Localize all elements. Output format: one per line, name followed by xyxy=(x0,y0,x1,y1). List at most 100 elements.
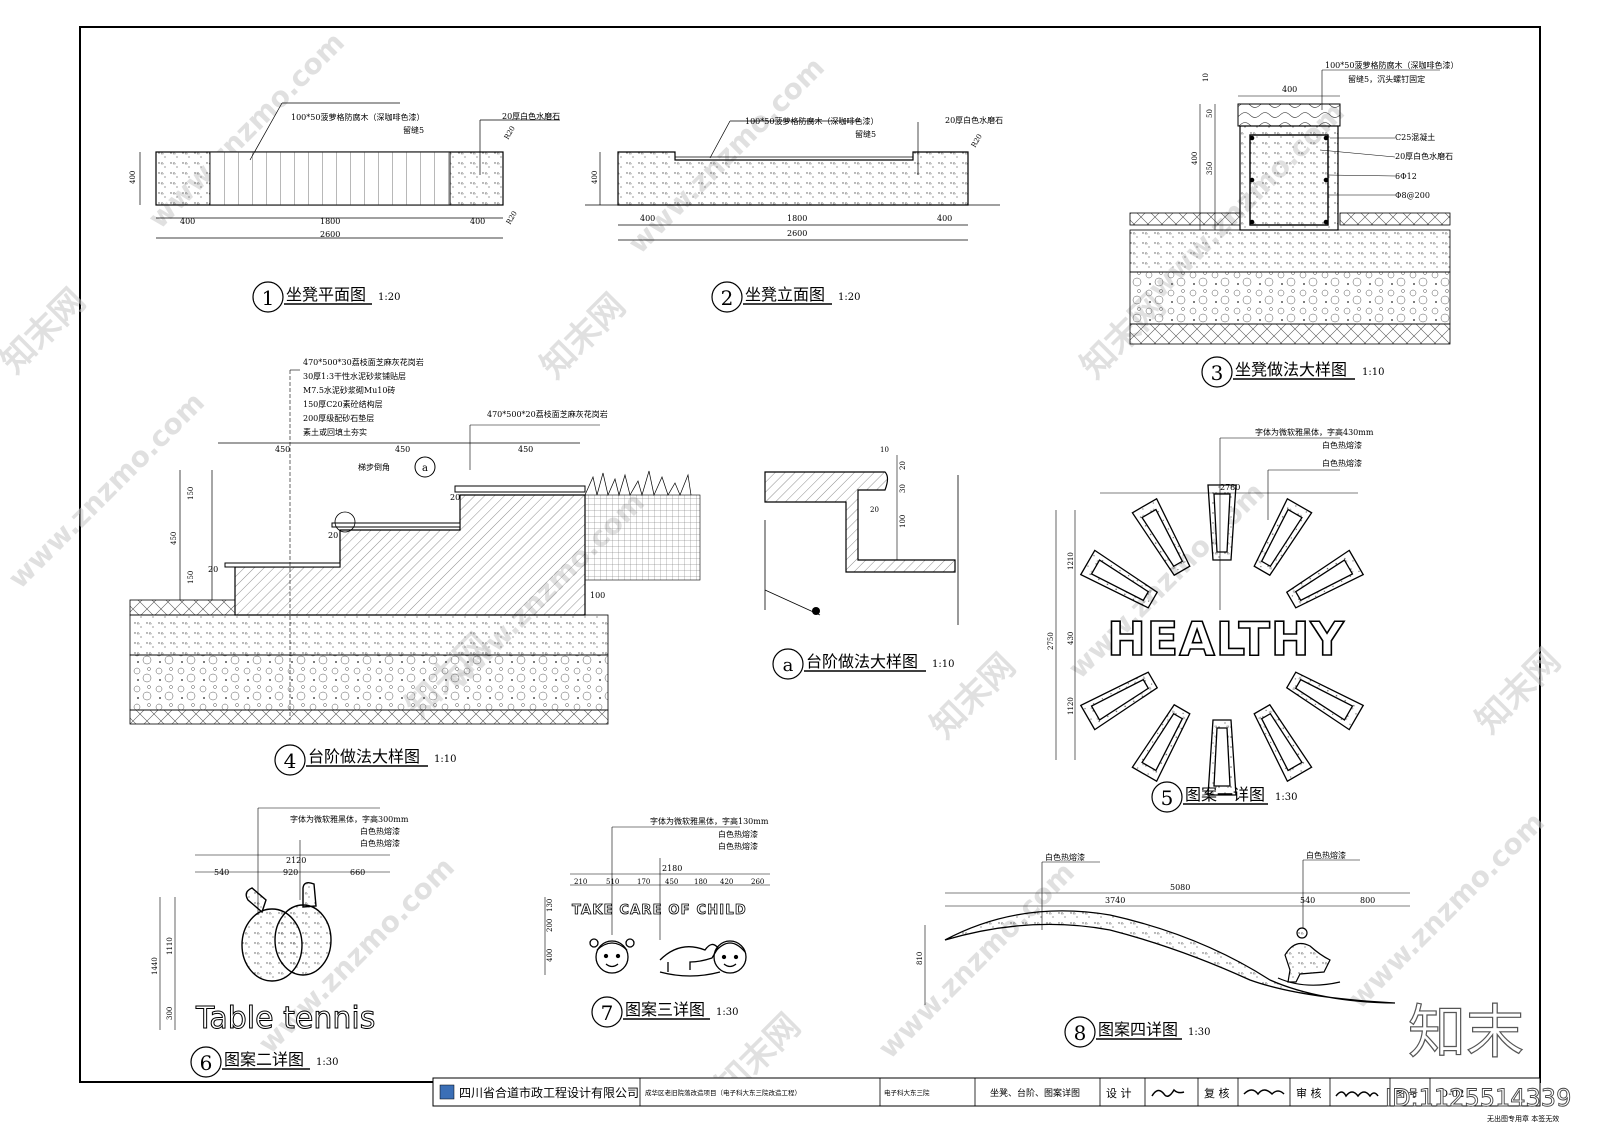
layer-note: 470*500*30荔枝面芝麻灰花岗岩 xyxy=(303,357,424,367)
dim: 30 xyxy=(899,484,907,493)
drawing-title: 台阶做法大样图 xyxy=(806,652,918,671)
radius-label: R20 xyxy=(970,133,984,149)
dim: 2750 xyxy=(1047,632,1055,650)
figno: D-02 xyxy=(1440,1089,1464,1100)
sub-project: 电子科大东三院 xyxy=(884,1088,930,1097)
dim: 510 xyxy=(606,878,619,886)
drawing-scale: 1:20 xyxy=(378,292,400,303)
stone-note: 20厚白色水磨石 xyxy=(502,111,560,121)
dim: 2120 xyxy=(286,856,306,865)
paint-note: 白色热熔漆 xyxy=(1322,458,1362,468)
font-note: 字体为微软雅黑体，字高130mm xyxy=(650,816,769,826)
audit-label: 审 核 xyxy=(1296,1086,1322,1100)
dim: 400 xyxy=(546,949,554,962)
dim: 450 xyxy=(170,532,178,545)
drawing-scale: 1:20 xyxy=(838,292,860,303)
drawing-scale: 1:30 xyxy=(1275,792,1297,803)
dim-total: 2600 xyxy=(320,230,340,239)
figno-label: 图 号 xyxy=(1395,1088,1418,1100)
dim-mid: 1800 xyxy=(320,217,340,226)
drawing-scale: 1:30 xyxy=(316,1057,338,1068)
drawing-number: 5 xyxy=(1161,786,1174,810)
dim: 50 xyxy=(1206,109,1214,118)
dim-left: 400 xyxy=(180,217,195,226)
drawing-3-bench-section: 100*50菠萝格防腐木（深咖啡色漆） 留缝5，沉头螺钉固定 C25混凝土 20… xyxy=(1129,60,1458,388)
layer-note: 150厚C20素砼结构层 xyxy=(303,399,383,409)
dim: 210 xyxy=(574,878,587,886)
dim: 450 xyxy=(275,445,290,454)
dim-width: 400 xyxy=(1282,85,1297,94)
dim: 130 xyxy=(546,899,554,912)
child-word: TAKE CARE OF CHILD xyxy=(572,903,747,918)
watermark-site: www.znzmo.com xyxy=(1342,806,1551,1015)
dim: 10 xyxy=(880,446,889,454)
drawing-title: 坐凳做法大样图 xyxy=(1235,360,1347,379)
drawing-8-wave-pattern: 白色热熔漆 白色热熔漆 5080 3740 540 800 810 8 图案四详… xyxy=(916,850,1410,1048)
title-block: 四川省合道市政工程设计有限公司 成华区老旧院落改造项目（电子科大东三院改造工程）… xyxy=(432,1077,1541,1107)
gap-note: 留缝5 xyxy=(403,125,424,135)
dim-total: 2600 xyxy=(787,229,807,238)
drawing-title: 图案三详图 xyxy=(625,1000,705,1019)
paint-note: 白色热熔漆 xyxy=(718,841,758,851)
dim: 1120 xyxy=(1067,697,1075,715)
drawing-scale: 1:10 xyxy=(1362,367,1384,378)
drawing-number: 4 xyxy=(284,749,297,773)
drawing-number: 1 xyxy=(262,286,275,310)
dim-height: 400 xyxy=(129,171,137,184)
dim: 350 xyxy=(1206,162,1214,175)
dim: 10 xyxy=(1202,73,1210,82)
drawing-title: 图案四详图 xyxy=(1098,1020,1178,1039)
dim: 300 xyxy=(166,1007,174,1020)
drawing-title: 图案二详图 xyxy=(224,1050,304,1069)
paint-note: 白色热熔漆 xyxy=(1045,852,1085,862)
paint-note: 白色热熔漆 xyxy=(360,838,400,848)
dim: 810 xyxy=(916,952,924,965)
drawing-title: 坐凳立面图 xyxy=(745,285,825,304)
paint-note: 白色热熔漆 xyxy=(360,826,400,836)
drawing-scale: 1:10 xyxy=(932,659,954,670)
dim: 200 xyxy=(546,919,554,932)
watermark-brand: 知末网 xyxy=(533,286,633,386)
dim: 100 xyxy=(590,591,605,600)
table-tennis-word: Table tennis xyxy=(195,1001,375,1036)
drawing-number: 2 xyxy=(721,286,734,310)
paint-note: 白色热熔漆 xyxy=(1306,850,1346,860)
dim: 430 xyxy=(1067,632,1075,645)
company-logo-icon xyxy=(439,1084,455,1100)
layer-note: 30厚1:3干性水泥砂浆铺贴层 xyxy=(303,371,406,381)
note: 留缝5，沉头螺钉固定 xyxy=(1348,74,1425,84)
dim: 20 xyxy=(328,531,338,540)
drawing-number: 8 xyxy=(1074,1021,1087,1045)
dim: 100 xyxy=(899,515,907,528)
radius-label: R20 xyxy=(505,210,519,226)
drawing-4-step-section: 470*500*30荔枝面芝麻灰花岗岩 30厚1:3干性水泥砂浆铺贴层 M7.5… xyxy=(129,357,701,776)
drawing-5-healthy-pattern: HEALTHY 字体为微软雅黑体，字高430mm 白色热熔漆 白色热熔漆 278… xyxy=(1047,427,1374,813)
dim-height: 400 xyxy=(591,171,599,184)
watermark-site: www.znzmo.com xyxy=(872,856,1081,1065)
note: C25混凝土 xyxy=(1395,132,1435,142)
font-note: 字体为微软雅黑体，字高300mm xyxy=(290,814,409,824)
dim: 20 xyxy=(450,493,460,502)
radius-label: R20 xyxy=(503,125,517,141)
wood-note: 100*50菠萝格防腐木（深咖啡色漆） xyxy=(745,116,878,126)
signature-review xyxy=(1243,1089,1285,1096)
dim: 540 xyxy=(1300,896,1315,905)
drawing-scale: 1:10 xyxy=(434,754,456,765)
dim-mid: 1800 xyxy=(787,214,807,223)
drawing-a-step-detail: 10 20 30 20 100 a 台阶做法大样图 1:10 xyxy=(764,446,959,680)
drawing-number: 6 xyxy=(200,1051,213,1075)
healthy-word: HEALTHY xyxy=(1107,612,1344,666)
drawing-1-bench-plan: 100*50菠萝格防腐木（深咖啡色漆） 留缝5 20厚白色水磨石 R20 R20… xyxy=(129,102,560,313)
note: 100*50菠萝格防腐木（深咖啡色漆） xyxy=(1325,60,1458,70)
dim-left: 400 xyxy=(640,214,655,223)
drawing-scale: 1:30 xyxy=(716,1007,738,1018)
signature-audit xyxy=(1335,1091,1379,1098)
note: 6Φ12 xyxy=(1395,172,1417,181)
dim: 20 xyxy=(870,506,879,514)
design-label: 设 计 xyxy=(1106,1087,1132,1100)
dim: 150 xyxy=(187,487,195,500)
dim: 180 xyxy=(694,878,707,886)
layer-note: 200厚级配砂石垫层 xyxy=(303,413,374,423)
drawing-scale: 1:30 xyxy=(1188,1027,1210,1038)
